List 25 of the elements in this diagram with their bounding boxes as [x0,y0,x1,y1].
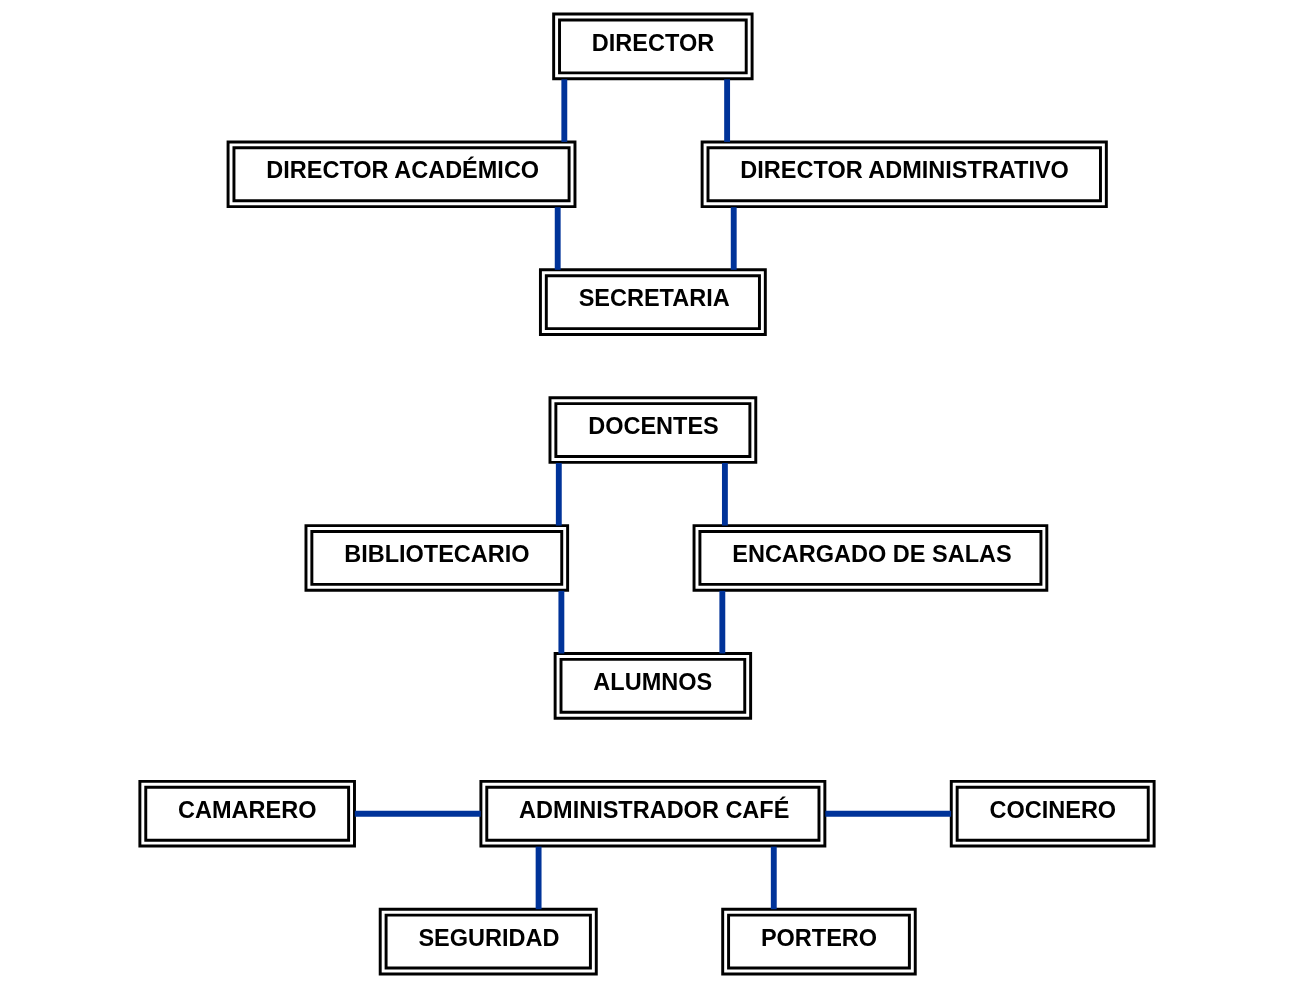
node-box: DIRECTOR ADMINISTRATIVO [700,140,1108,209]
node-box: BIBLIOTECARIO [304,524,569,592]
connector [557,590,564,654]
connector [354,810,481,817]
node-box: ENCARGADO DE SALAS [692,524,1048,592]
connector [555,463,562,526]
node-box: PORTERO [720,907,917,976]
node-box: ADMINISTRADOR CAFÉ [478,779,826,848]
node-box: ALUMNOS [553,652,752,720]
connector [723,79,730,142]
node-box: DIRECTOR ACADÉMICO [226,140,576,209]
node-box: CAMARERO [137,779,356,848]
connector [718,590,725,654]
connector [535,846,542,910]
node-box: DOCENTES [548,396,757,464]
connector [721,463,728,526]
node-box: COCINERO [949,779,1156,848]
connector [554,207,561,270]
node-box: SECRETARIA [538,268,767,336]
node-box: SEGURIDAD [378,907,598,976]
connector [560,79,567,142]
connector [824,810,951,817]
connector [770,846,777,910]
node-box: DIRECTOR [551,12,754,81]
connector [730,207,737,270]
